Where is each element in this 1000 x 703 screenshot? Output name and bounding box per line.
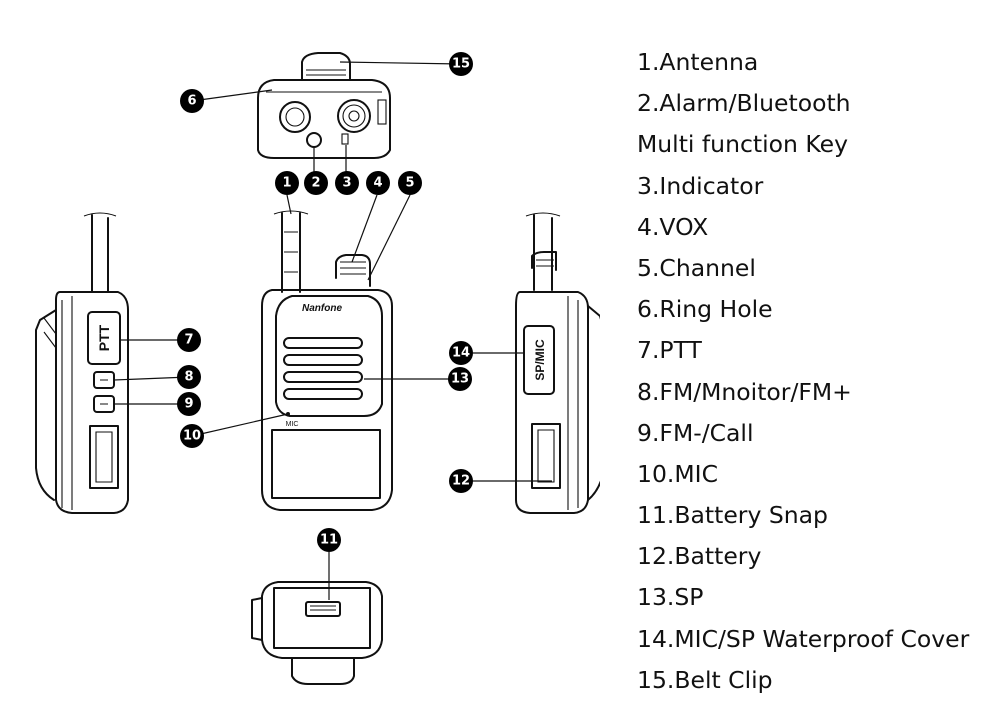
legend-item-battery-snap: 11.Battery Snap	[637, 501, 828, 530]
legend-item-indicator: 3.Indicator	[637, 171, 764, 200]
legend-item-battery: 12.Battery	[637, 542, 762, 571]
svg-text:3: 3	[342, 176, 351, 191]
legend-item-channel: 5.Channel	[637, 253, 756, 282]
callout-6: 6	[180, 89, 204, 113]
legend-item-ptt: 7.PTT	[637, 336, 702, 365]
callout-8: 8	[177, 365, 201, 389]
cover-label: SP/MIC	[533, 339, 547, 381]
svg-text:9: 9	[184, 397, 193, 412]
parts-legend: 1.Antenna 2.Alarm/Bluetooth Multi functi…	[637, 42, 997, 701]
legend-item-mic: 10.MIC	[637, 459, 718, 488]
svg-text:7: 7	[184, 333, 193, 348]
svg-text:12: 12	[452, 474, 470, 489]
legend-item-belt-clip: 15.Belt Clip	[637, 665, 773, 694]
svg-text:6: 6	[187, 94, 196, 109]
svg-text:5: 5	[405, 176, 414, 191]
leader-lines	[113, 61, 552, 600]
legend-item-fm-call: 9.FM-/Call	[637, 418, 754, 447]
top-view	[257, 52, 391, 159]
legend-item-alarm-bluetooth-cont: Multi function Key	[637, 130, 848, 159]
svg-text:8: 8	[184, 370, 193, 385]
callout-4: 4	[366, 171, 390, 195]
right-side-view: SP/MIC	[515, 212, 600, 514]
svg-text:10: 10	[183, 429, 201, 444]
legend-item-antenna: 1.Antenna	[637, 48, 759, 76]
svg-text:4: 4	[373, 176, 382, 191]
callout-13: 13	[448, 367, 472, 391]
left-side-view: PTT	[35, 212, 129, 514]
callout-7: 7	[177, 328, 201, 352]
brand-label: Nanfone	[302, 303, 342, 314]
svg-text:11: 11	[320, 533, 338, 548]
svg-text:1: 1	[282, 176, 291, 191]
callout-15: 15	[449, 52, 473, 76]
mic-label: MIC	[286, 421, 299, 428]
svg-text:13: 13	[451, 372, 469, 387]
front-view: Nanfone MIC	[261, 210, 393, 511]
svg-text:2: 2	[311, 176, 320, 191]
callout-5: 5	[398, 171, 422, 195]
callout-10: 10	[180, 424, 204, 448]
callout-12: 12	[449, 469, 473, 493]
callout-3: 3	[335, 171, 359, 195]
device-diagram: PTT Nanfone MIC SP/MIC	[35, 52, 600, 685]
callout-14: 14	[449, 341, 473, 365]
legend-item-waterproof-cover: 14.MIC/SP Waterproof Cover	[637, 624, 970, 653]
callout-9: 9	[177, 392, 201, 416]
svg-text:14: 14	[452, 346, 470, 361]
legend-item-fm-monitor: 8.FM/Mnoitor/FM+	[637, 377, 852, 406]
bottom-view	[251, 581, 383, 685]
legend-item-ring-hole: 6.Ring Hole	[637, 295, 773, 324]
legend-item-alarm-bluetooth: 2.Alarm/Bluetooth	[637, 89, 851, 118]
callout-11: 11	[317, 528, 341, 552]
ptt-label: PTT	[96, 324, 112, 351]
legend-item-sp: 13.SP	[637, 583, 704, 612]
callout-2: 2	[304, 171, 328, 195]
svg-text:15: 15	[452, 57, 470, 72]
legend-item-vox: 4.VOX	[637, 212, 709, 241]
callout-1: 1	[275, 171, 299, 195]
